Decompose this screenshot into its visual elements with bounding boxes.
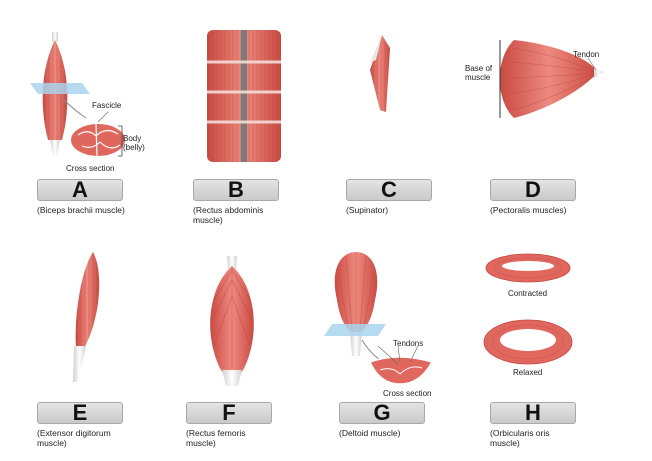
deltoid-figure	[324, 252, 432, 384]
label-box-f[interactable]: F	[186, 402, 272, 424]
rectus-femoris-figure	[210, 256, 254, 386]
label-box-g[interactable]: G	[339, 402, 425, 424]
fascicle-label: Fascicle	[92, 101, 121, 110]
label-box-a[interactable]: A	[37, 179, 123, 201]
base-of-muscle-label: Base of muscle	[465, 64, 492, 82]
caption-rectus-femoris: (Rectus femoris muscle)	[186, 428, 306, 448]
biceps-brachii-figure	[30, 32, 126, 157]
label-box-h[interactable]: H	[490, 402, 576, 424]
caption-orbicularis-oris: (Orbicularis oris muscle)	[490, 428, 610, 448]
caption-rectus-abdominis: (Rectus abdominis muscle)	[193, 205, 313, 225]
label-box-e[interactable]: E	[37, 402, 123, 424]
tendon-label: Tendon	[573, 50, 599, 59]
cross-section-label: Cross section	[66, 164, 114, 173]
cross-section-g-label: Cross section	[383, 389, 431, 398]
relaxed-label: Relaxed	[513, 368, 542, 377]
extensor-digitorum-figure	[73, 252, 99, 382]
caption-pectoralis: (Pectoralis muscles)	[490, 205, 610, 215]
supinator-figure	[370, 35, 390, 112]
orbicularis-oris-figure	[484, 254, 572, 364]
label-box-b[interactable]: B	[193, 179, 279, 201]
caption-supinator: (Supinator)	[346, 205, 466, 215]
caption-extensor-digitorum: (Extensor digitorum muscle)	[37, 428, 157, 448]
contracted-label: Contracted	[508, 289, 547, 298]
rectus-abdominis-figure	[207, 30, 281, 162]
tendons-label: Tendons	[393, 339, 423, 348]
label-box-c[interactable]: C	[346, 179, 432, 201]
caption-biceps: (Biceps brachii muscle)	[37, 205, 157, 215]
label-box-d[interactable]: D	[490, 179, 576, 201]
body-belly-label: Body (belly)	[123, 134, 145, 152]
caption-deltoid: (Deltoid muscle)	[339, 428, 459, 438]
